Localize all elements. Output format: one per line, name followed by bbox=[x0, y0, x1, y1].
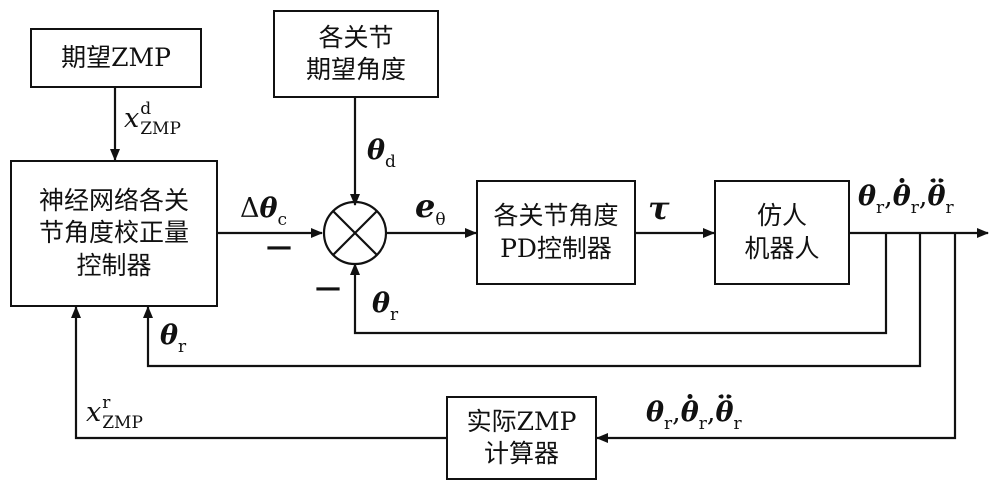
label-output-states: θr,θr,θr bbox=[858, 181, 954, 218]
nn-controller-line1: 神经网络各关 bbox=[38, 185, 189, 215]
nn-controller-line3: 控制器 bbox=[76, 250, 152, 280]
nn-controller-line2: 节角度校正量 bbox=[38, 218, 189, 248]
humanoid-robot-block: 仿人 机器人 bbox=[714, 180, 850, 285]
actual-zmp-line2: 计算器 bbox=[483, 439, 559, 468]
minus-sign-sum-feedback: — bbox=[315, 273, 341, 303]
theta-dot-symbol: θ bbox=[680, 397, 699, 428]
arrow-actual-zmp-to-nn bbox=[71, 306, 446, 440]
actual-zmp-block: 实际ZMP 计算器 bbox=[446, 396, 597, 480]
feedback-theta-to-nn bbox=[143, 233, 922, 368]
theta-dot-symbol: θ bbox=[892, 181, 911, 212]
feedback-to-actual-zmp bbox=[596, 233, 957, 443]
desired-zmp-label: 期望ZMP bbox=[61, 42, 171, 72]
humanoid-robot-line2: 机器人 bbox=[744, 233, 820, 263]
summing-junction bbox=[322, 200, 388, 266]
theta-ddot-symbol: θ bbox=[927, 181, 946, 212]
actual-zmp-line1: 实际ZMP bbox=[466, 406, 577, 436]
joint-desired-angle-line1: 各关节 bbox=[318, 22, 394, 52]
label-states-to-zmp: θr,θr,θr bbox=[646, 397, 742, 434]
feedback-theta-to-sum bbox=[350, 233, 888, 335]
label-x: x bbox=[124, 103, 140, 135]
minus-sign-nn-input: — bbox=[266, 232, 292, 262]
desired-zmp-block: 期望ZMP bbox=[30, 28, 202, 88]
label-tau: τ bbox=[648, 189, 670, 227]
pd-controller-line2: PD控制器 bbox=[500, 233, 612, 263]
label-theta-d: θd bbox=[367, 135, 396, 172]
summing-junction-cross bbox=[332, 210, 378, 256]
label-theta-r-nn-feedback: θr bbox=[160, 320, 187, 357]
label-error-theta: eθ bbox=[415, 187, 446, 230]
nn-controller-block: 神经网络各关 节角度校正量 控制器 bbox=[10, 160, 218, 307]
theta-ddot-symbol: θ bbox=[715, 397, 734, 428]
label-theta-r-sum-feedback: θr bbox=[372, 288, 399, 325]
label-delta-theta-c: Δθc bbox=[240, 193, 288, 230]
joint-desired-angle-block: 各关节 期望角度 bbox=[273, 10, 439, 98]
joint-desired-angle-line2: 期望角度 bbox=[305, 55, 406, 84]
pd-controller-block: 各关节角度 PD控制器 bbox=[476, 180, 636, 285]
pd-controller-line1: 各关节角度 bbox=[493, 201, 619, 230]
humanoid-robot-line1: 仿人 bbox=[756, 201, 807, 230]
